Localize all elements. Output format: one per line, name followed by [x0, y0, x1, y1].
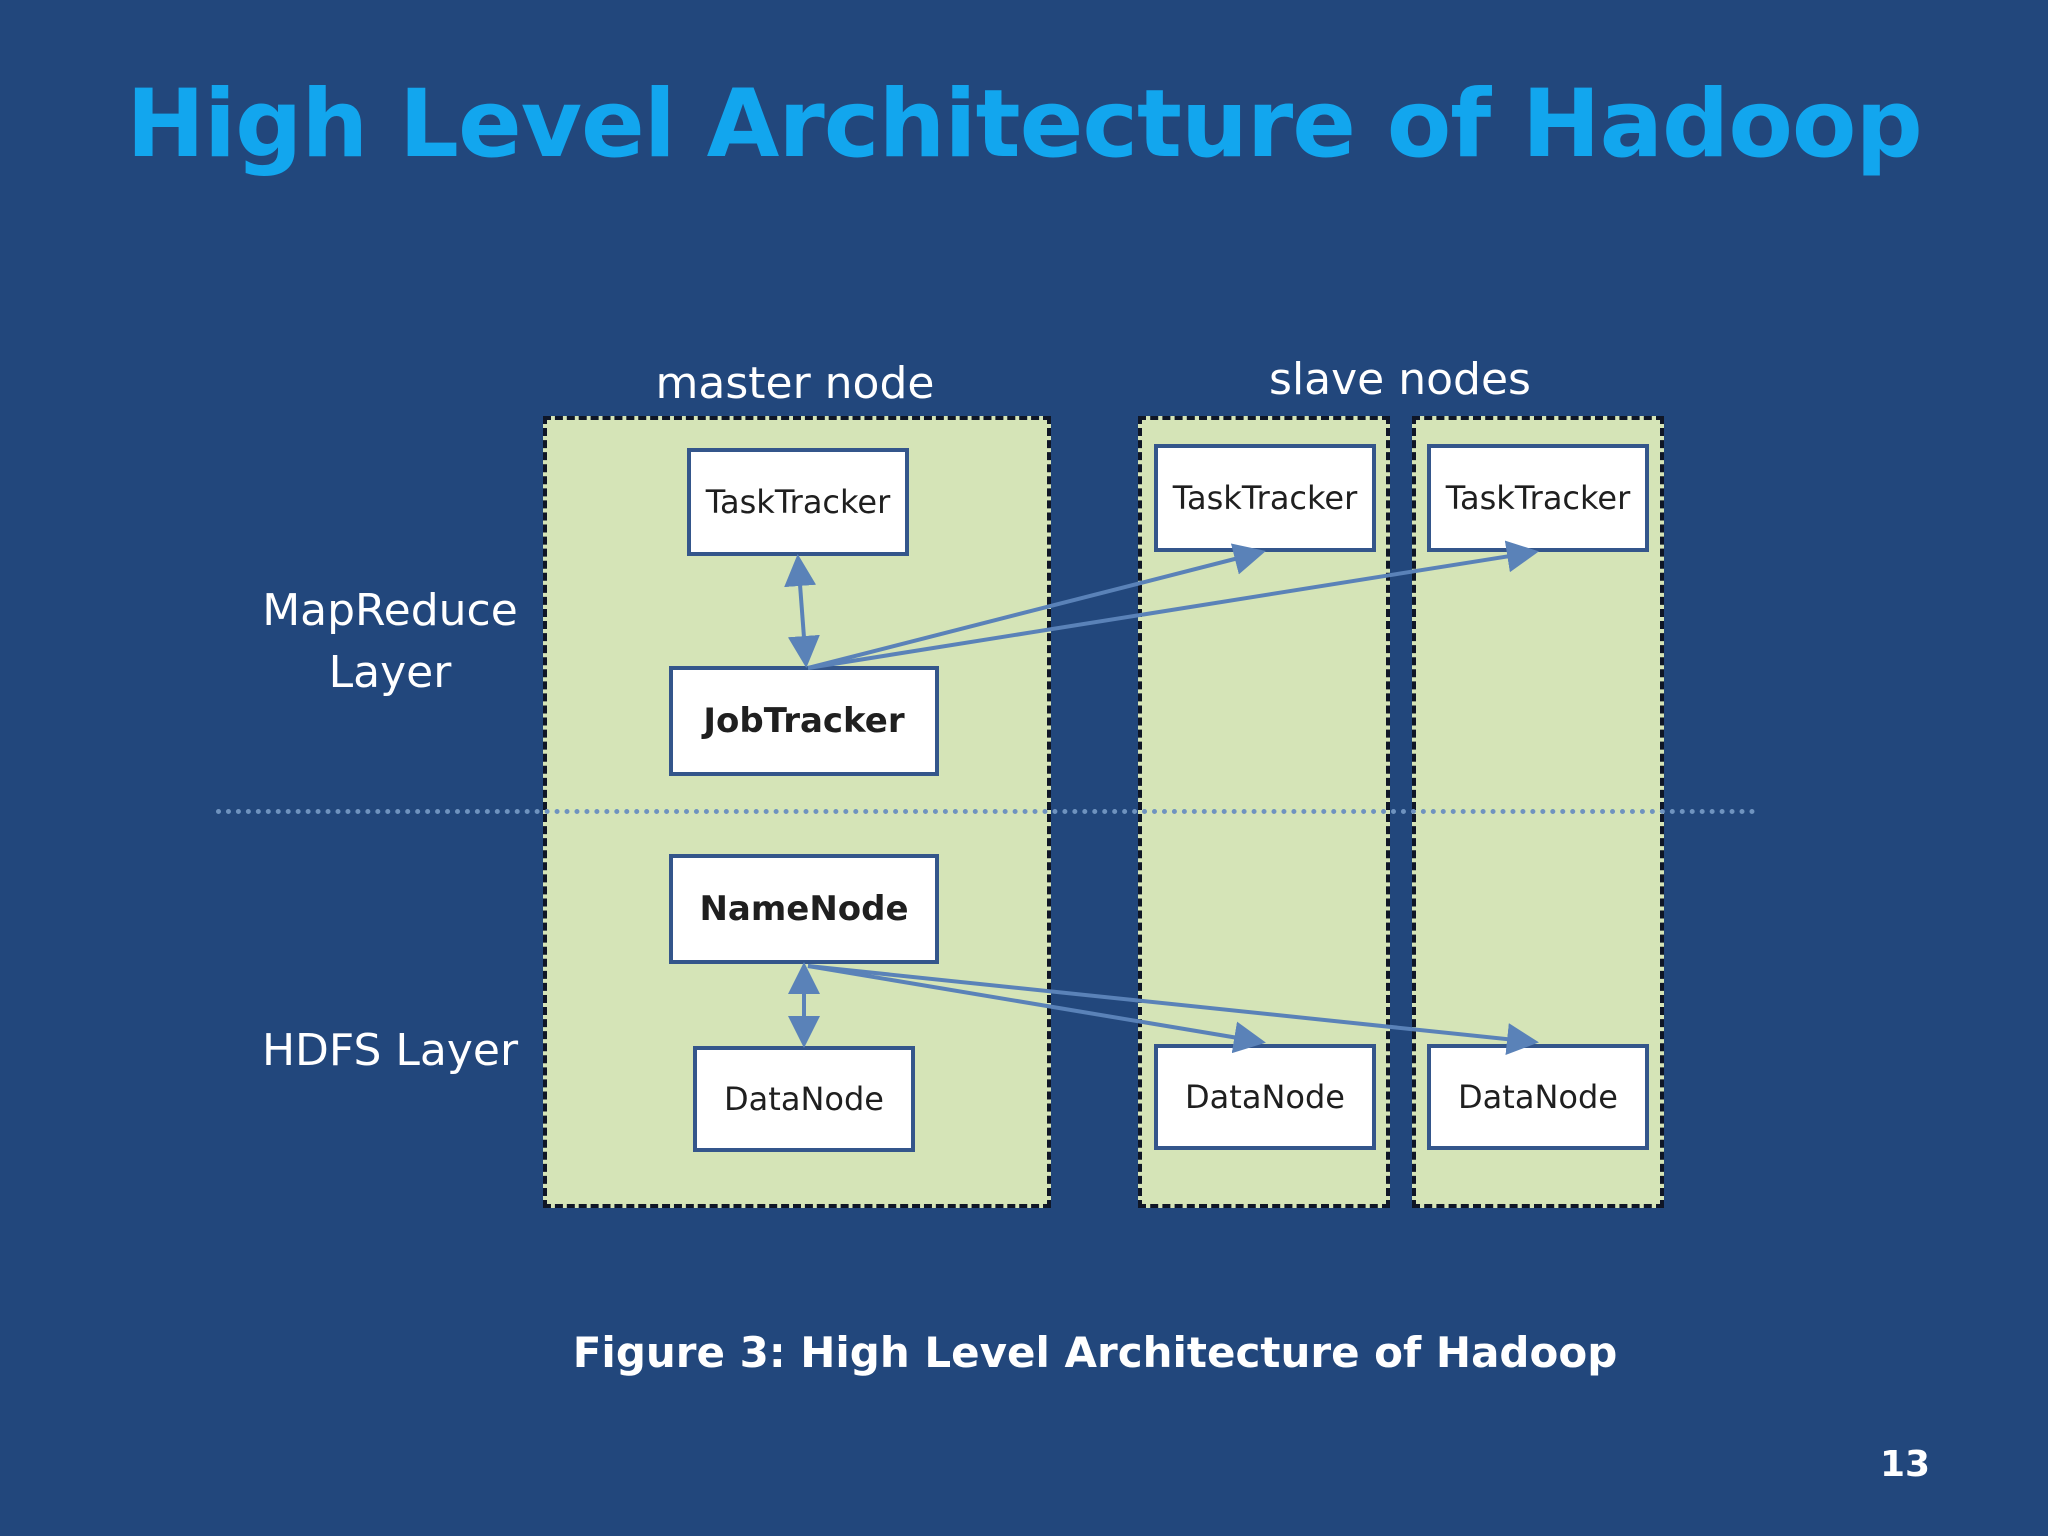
tasktracker-jobtracker-arrow [784, 554, 820, 668]
slave2-tasktracker-box: TaskTracker [1427, 444, 1649, 552]
page-number: 13 [1880, 1444, 1931, 1485]
hdfs-layer-label: HDFS Layer [261, 1025, 519, 1076]
mapreduce-layer-label-line1: MapReduce [262, 585, 518, 636]
namenode-slave2-datanode-arrow [807, 964, 1539, 1056]
master-node-heading: master node [655, 358, 935, 409]
slave-nodes-heading: slave nodes [1269, 354, 1531, 405]
connection-arrows [784, 540, 1539, 1056]
jobtracker-slave2-tasktracker-arrow [807, 540, 1539, 670]
slave1-tasktracker-box: TaskTracker [1154, 444, 1376, 552]
jobtracker-slave1-tasktracker-arrow [807, 543, 1266, 670]
jobtracker-box: JobTracker [669, 666, 939, 776]
mapreduce-layer-label-line2: Layer [328, 647, 452, 698]
hadoop-architecture-diagram: master node slave nodes MapReduce Layer … [200, 340, 1800, 1240]
master-datanode-box: DataNode [693, 1046, 915, 1152]
slave1-datanode-box: DataNode [1154, 1044, 1376, 1150]
master-tasktracker-box: TaskTracker [687, 448, 909, 556]
namenode-slave1-datanode-arrow [807, 964, 1266, 1054]
mapreduce-layer-label: MapReduce Layer [240, 580, 540, 704]
figure-caption: Figure 3: High Level Architecture of Had… [572, 1328, 1618, 1377]
layer-divider [216, 809, 1756, 814]
slide-title: High Level Architecture of Hadoop [126, 70, 1923, 179]
